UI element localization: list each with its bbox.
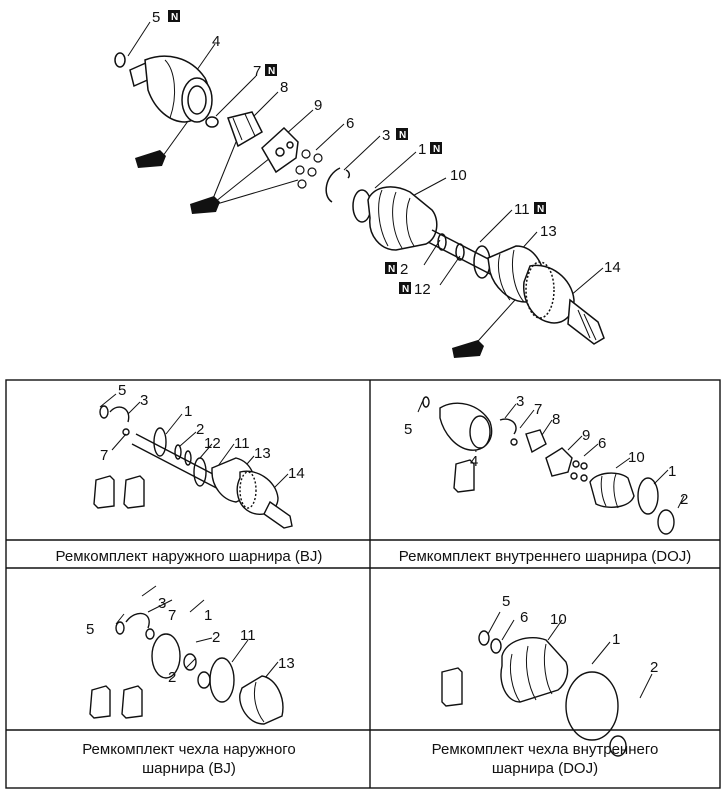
part-11-clamp <box>473 245 491 279</box>
svg-text:1: 1 <box>184 403 192 420</box>
svg-text:10: 10 <box>550 611 567 628</box>
svg-text:9: 9 <box>314 97 322 114</box>
part-5-circlip <box>114 52 126 68</box>
caption-doj-kit: Ремкомплект внутреннего шарнира (DOJ) <box>398 548 692 565</box>
svg-text:11: 11 <box>514 201 530 218</box>
part-4-outer-race <box>129 55 213 123</box>
svg-text:6: 6 <box>520 609 528 626</box>
caption-bj-kit: Ремкомплект наружного шарнира (BJ) <box>55 548 323 565</box>
svg-text:7: 7 <box>100 447 108 464</box>
svg-text:9: 9 <box>582 427 590 444</box>
part-10-boot <box>367 186 438 251</box>
svg-text:5: 5 <box>86 621 94 638</box>
svg-text:7: 7 <box>253 63 261 80</box>
caption-bj-boot-kit-line1: Ремкомплект чехла наружного <box>82 741 296 758</box>
part-labels: 5 4 7 8 9 6 3 1 10 11 13 2 12 14 <box>152 9 621 298</box>
panel-doj-boot-kit-drawing <box>441 611 653 757</box>
svg-text:6: 6 <box>598 435 606 452</box>
svg-text:3: 3 <box>516 393 524 410</box>
part-6-balls <box>295 149 323 189</box>
svg-text:8: 8 <box>552 411 560 428</box>
svg-text:14: 14 <box>288 465 305 482</box>
svg-text:11: 11 <box>240 627 256 644</box>
table-grid <box>5 379 721 789</box>
svg-text:13: 13 <box>540 223 557 240</box>
svg-text:8: 8 <box>280 79 288 96</box>
svg-text:10: 10 <box>450 167 467 184</box>
svg-text:N: N <box>388 264 395 275</box>
svg-text:5: 5 <box>152 9 160 26</box>
svg-text:3: 3 <box>382 127 390 144</box>
caption-bj-boot-kit-line2: шарнира (BJ) <box>142 760 236 777</box>
svg-text:7: 7 <box>534 401 542 418</box>
svg-text:2: 2 <box>196 421 204 438</box>
svg-text:N: N <box>402 284 409 295</box>
svg-text:1: 1 <box>668 463 676 480</box>
new-part-badges: N N N N N N N <box>168 10 546 295</box>
svg-text:5: 5 <box>118 382 126 399</box>
svg-text:12: 12 <box>204 435 221 452</box>
svg-text:3: 3 <box>158 595 166 612</box>
part-9-cage <box>261 126 299 174</box>
svg-text:2: 2 <box>650 659 658 676</box>
svg-text:7: 7 <box>168 607 176 624</box>
caption-doj-boot-kit: Ремкомплект чехла внутреннего шарнира (D… <box>372 740 718 778</box>
svg-text:4: 4 <box>212 33 220 50</box>
main-exploded-diagram: 5 4 7 8 9 6 3 1 10 11 13 2 12 14 N N N N… <box>114 9 621 358</box>
svg-text:2: 2 <box>400 261 408 278</box>
svg-text:12: 12 <box>414 281 431 298</box>
panel-doj-kit-drawing <box>417 396 685 535</box>
part-7-snap-ring <box>205 116 219 128</box>
panel-bj-boot-kit-labels: 3 7 5 1 2 2 11 13 <box>86 595 295 686</box>
svg-text:N: N <box>399 130 406 141</box>
panel-doj-boot-kit-labels: 5 6 10 1 2 <box>502 593 658 676</box>
svg-text:14: 14 <box>604 259 621 276</box>
panel-bj-boot-kit-drawing <box>89 585 284 725</box>
svg-text:2: 2 <box>168 669 176 686</box>
svg-text:13: 13 <box>278 655 295 672</box>
svg-text:1: 1 <box>612 631 620 648</box>
svg-text:N: N <box>268 66 275 77</box>
part-8-inner-race <box>227 111 263 148</box>
svg-text:2: 2 <box>212 629 220 646</box>
repair-kits-table: 5 3 7 1 2 12 11 13 14 <box>5 379 721 789</box>
caption-doj-boot-kit-line1: Ремкомплект чехла внутреннего <box>431 741 659 758</box>
svg-text:N: N <box>171 12 178 23</box>
caption-bj-boot-kit: Ремкомплект чехла наружного шарнира (BJ) <box>8 740 370 778</box>
part-14-outer-joint <box>523 261 605 345</box>
svg-text:1: 1 <box>204 607 212 624</box>
svg-text:4: 4 <box>470 453 478 470</box>
panel-doj-kit-labels: 5 4 3 7 8 9 6 10 1 2 <box>404 393 688 508</box>
caption-doj-boot-kit-line2: шарнира (DOJ) <box>491 760 599 777</box>
svg-text:3: 3 <box>140 392 148 409</box>
part-12-clamp <box>455 243 465 261</box>
svg-text:N: N <box>433 144 440 155</box>
svg-text:5: 5 <box>404 421 412 438</box>
svg-text:5: 5 <box>502 593 510 610</box>
svg-text:N: N <box>537 204 544 215</box>
svg-text:13: 13 <box>254 445 271 462</box>
grease-tube-icon <box>135 150 484 358</box>
part-3-circlip <box>325 167 351 203</box>
panel-bj-kit-labels: 5 3 7 1 2 12 11 13 14 <box>100 382 305 482</box>
svg-text:11: 11 <box>234 435 250 452</box>
svg-text:2: 2 <box>680 491 688 508</box>
svg-text:6: 6 <box>346 115 354 132</box>
part-2-clamp <box>437 233 447 251</box>
panel-bj-kit-drawing <box>93 393 293 529</box>
svg-text:10: 10 <box>628 449 645 466</box>
svg-text:1: 1 <box>418 141 426 158</box>
